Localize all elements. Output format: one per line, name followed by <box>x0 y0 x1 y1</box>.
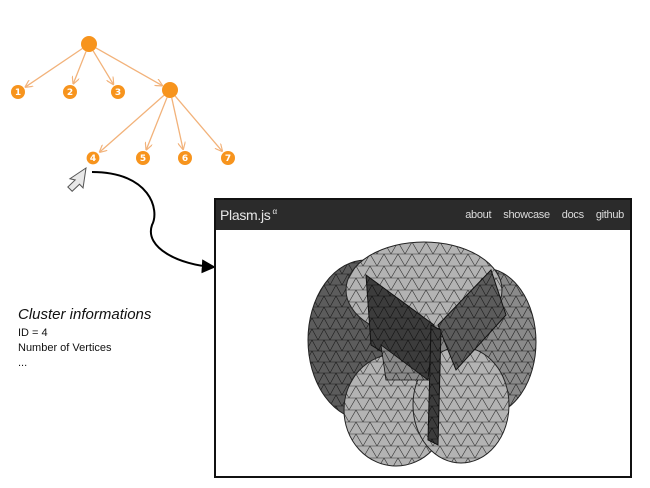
tree-node-label: 4 <box>90 154 96 164</box>
tree-root-node[interactable] <box>81 36 97 52</box>
nav-docs[interactable]: docs <box>561 209 584 221</box>
vertex-count-line: Number of Vertices <box>18 342 112 354</box>
tree-node-label: 2 <box>67 88 73 98</box>
nav-showcase[interactable]: showcase <box>503 209 550 221</box>
mesh-3d-icon <box>307 241 537 467</box>
3d-viewport[interactable] <box>216 230 630 476</box>
tree-edge <box>100 94 165 152</box>
info-ellipsis: ... <box>18 357 28 369</box>
tree-node-7[interactable]: 7 <box>221 151 235 165</box>
tree-edge <box>174 95 222 151</box>
tree-edge <box>25 47 83 86</box>
nav-about[interactable]: about <box>465 209 492 221</box>
tree-node-label: 1 <box>15 88 21 98</box>
cluster-info-title: Cluster informations <box>18 306 152 323</box>
tree-node-6[interactable]: 6 <box>178 151 192 165</box>
tree-edge <box>171 97 183 149</box>
tree-node-label: 5 <box>140 154 146 164</box>
tree-node-4[interactable]: 4 <box>85 150 101 166</box>
nav-links: about showcase docs github <box>465 209 624 221</box>
tree-node-5[interactable]: 5 <box>136 151 150 165</box>
tree-edge <box>146 97 168 149</box>
tree-node-label: 3 <box>115 88 121 98</box>
tree-node-label: 7 <box>225 154 231 164</box>
tree-node-3[interactable]: 3 <box>111 85 125 99</box>
brand-sup: α <box>272 207 278 217</box>
tree-node-label: 6 <box>182 154 188 164</box>
tree-edge <box>73 51 87 83</box>
nav-github[interactable]: github <box>595 209 624 221</box>
tree-node-2[interactable]: 2 <box>63 85 77 99</box>
tree-node-1[interactable]: 1 <box>11 85 25 99</box>
cluster-info-panel: Cluster informations ID = 4 Number of Ve… <box>18 306 151 371</box>
tree-edge <box>92 50 113 84</box>
mouse-cursor-icon <box>67 166 87 192</box>
cluster-id-line: ID = 4 <box>18 327 48 339</box>
tree-node-inner[interactable] <box>162 82 178 98</box>
tree-edge <box>95 47 162 86</box>
brand-name: Plasm.js <box>220 207 271 223</box>
cluster-tree: 1 2 3 4 5 6 7 <box>11 36 235 192</box>
